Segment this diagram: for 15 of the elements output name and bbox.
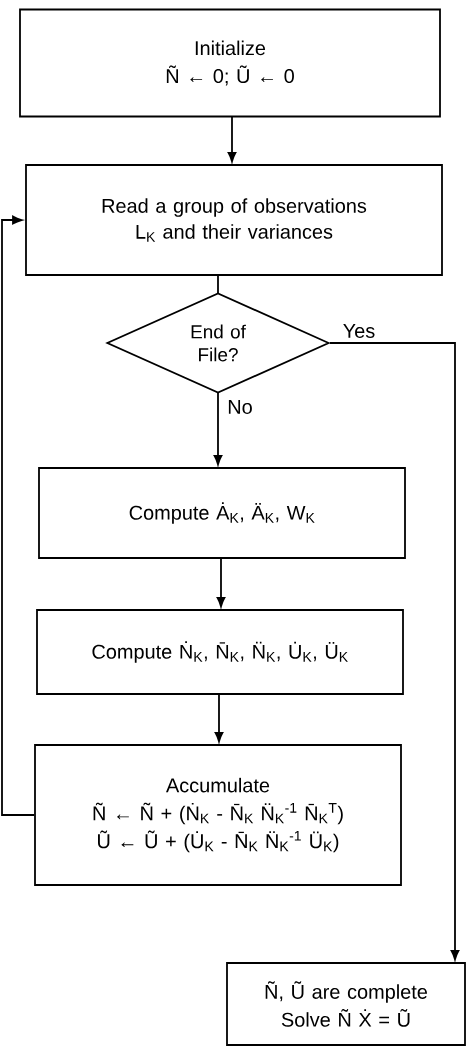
edge-label: No xyxy=(226,399,254,415)
arrow xyxy=(216,557,226,608)
arrow xyxy=(1,215,35,816)
process-box: Accumulate Ñ ← Ñ + (Ṅ$_{K}$ - N̄$_{K}$ N̈$_{K}$$^{-1}$ N̄$_{K}$$^{T}$) Ũ ← Ũ + (U̇$_{K}$ - N̄$_{K}$ N̈$_{K}$$^{-1}$ Ü$_{K}$) xyxy=(34,744,402,886)
process-box: Compute Ȧ$_{K}$, Ä$_{K}$, W$_{K}$ xyxy=(38,467,406,559)
arrow xyxy=(227,115,237,163)
connector-line xyxy=(217,274,219,294)
process-box: Compute Ṅ$_{K}$, N̄$_{K}$, N̈$_{K}$, U̇$_{K}$, Ü$_{K}$ xyxy=(36,609,404,695)
process-box: Initialize Ñ ← 0; Ũ ← 0 xyxy=(19,8,441,118)
arrow xyxy=(214,693,224,743)
terminal-box: Ñ, Ũ are complete Solve Ñ Ẋ = Ũ xyxy=(226,962,466,1046)
input-box: Read a group of observations L$_{K}$ and their variances xyxy=(25,164,443,276)
arrow xyxy=(213,392,223,466)
arrow xyxy=(329,342,460,961)
edge-label: Yes xyxy=(341,323,377,339)
